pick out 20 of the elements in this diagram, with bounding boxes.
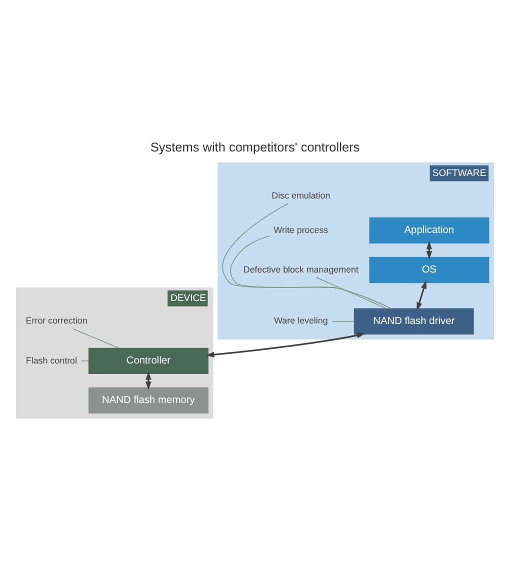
node-text: Error correction — [26, 315, 88, 326]
node-box: Controller — [88, 347, 208, 374]
arrow — [206, 332, 366, 358]
arrow — [416, 280, 427, 310]
node-box: Application — [369, 216, 490, 244]
connector — [72, 328, 120, 348]
node-box: NAND flash driver — [354, 308, 474, 334]
connector — [316, 276, 387, 308]
node-box: OS — [369, 256, 490, 283]
diagram-title: Systems with competitors' controllers — [150, 138, 360, 154]
connector — [81, 360, 90, 361]
node-text: Defective block management — [243, 264, 358, 274]
node-text: Disc emulation — [272, 190, 330, 200]
node-text: Ware leveling — [274, 315, 328, 326]
connector — [332, 320, 354, 322]
connector — [222, 202, 392, 308]
node-box: NAND flash memory — [88, 386, 208, 414]
node-text: Write process — [274, 224, 328, 234]
node-text: Flash control — [26, 354, 77, 365]
connector — [230, 235, 392, 308]
